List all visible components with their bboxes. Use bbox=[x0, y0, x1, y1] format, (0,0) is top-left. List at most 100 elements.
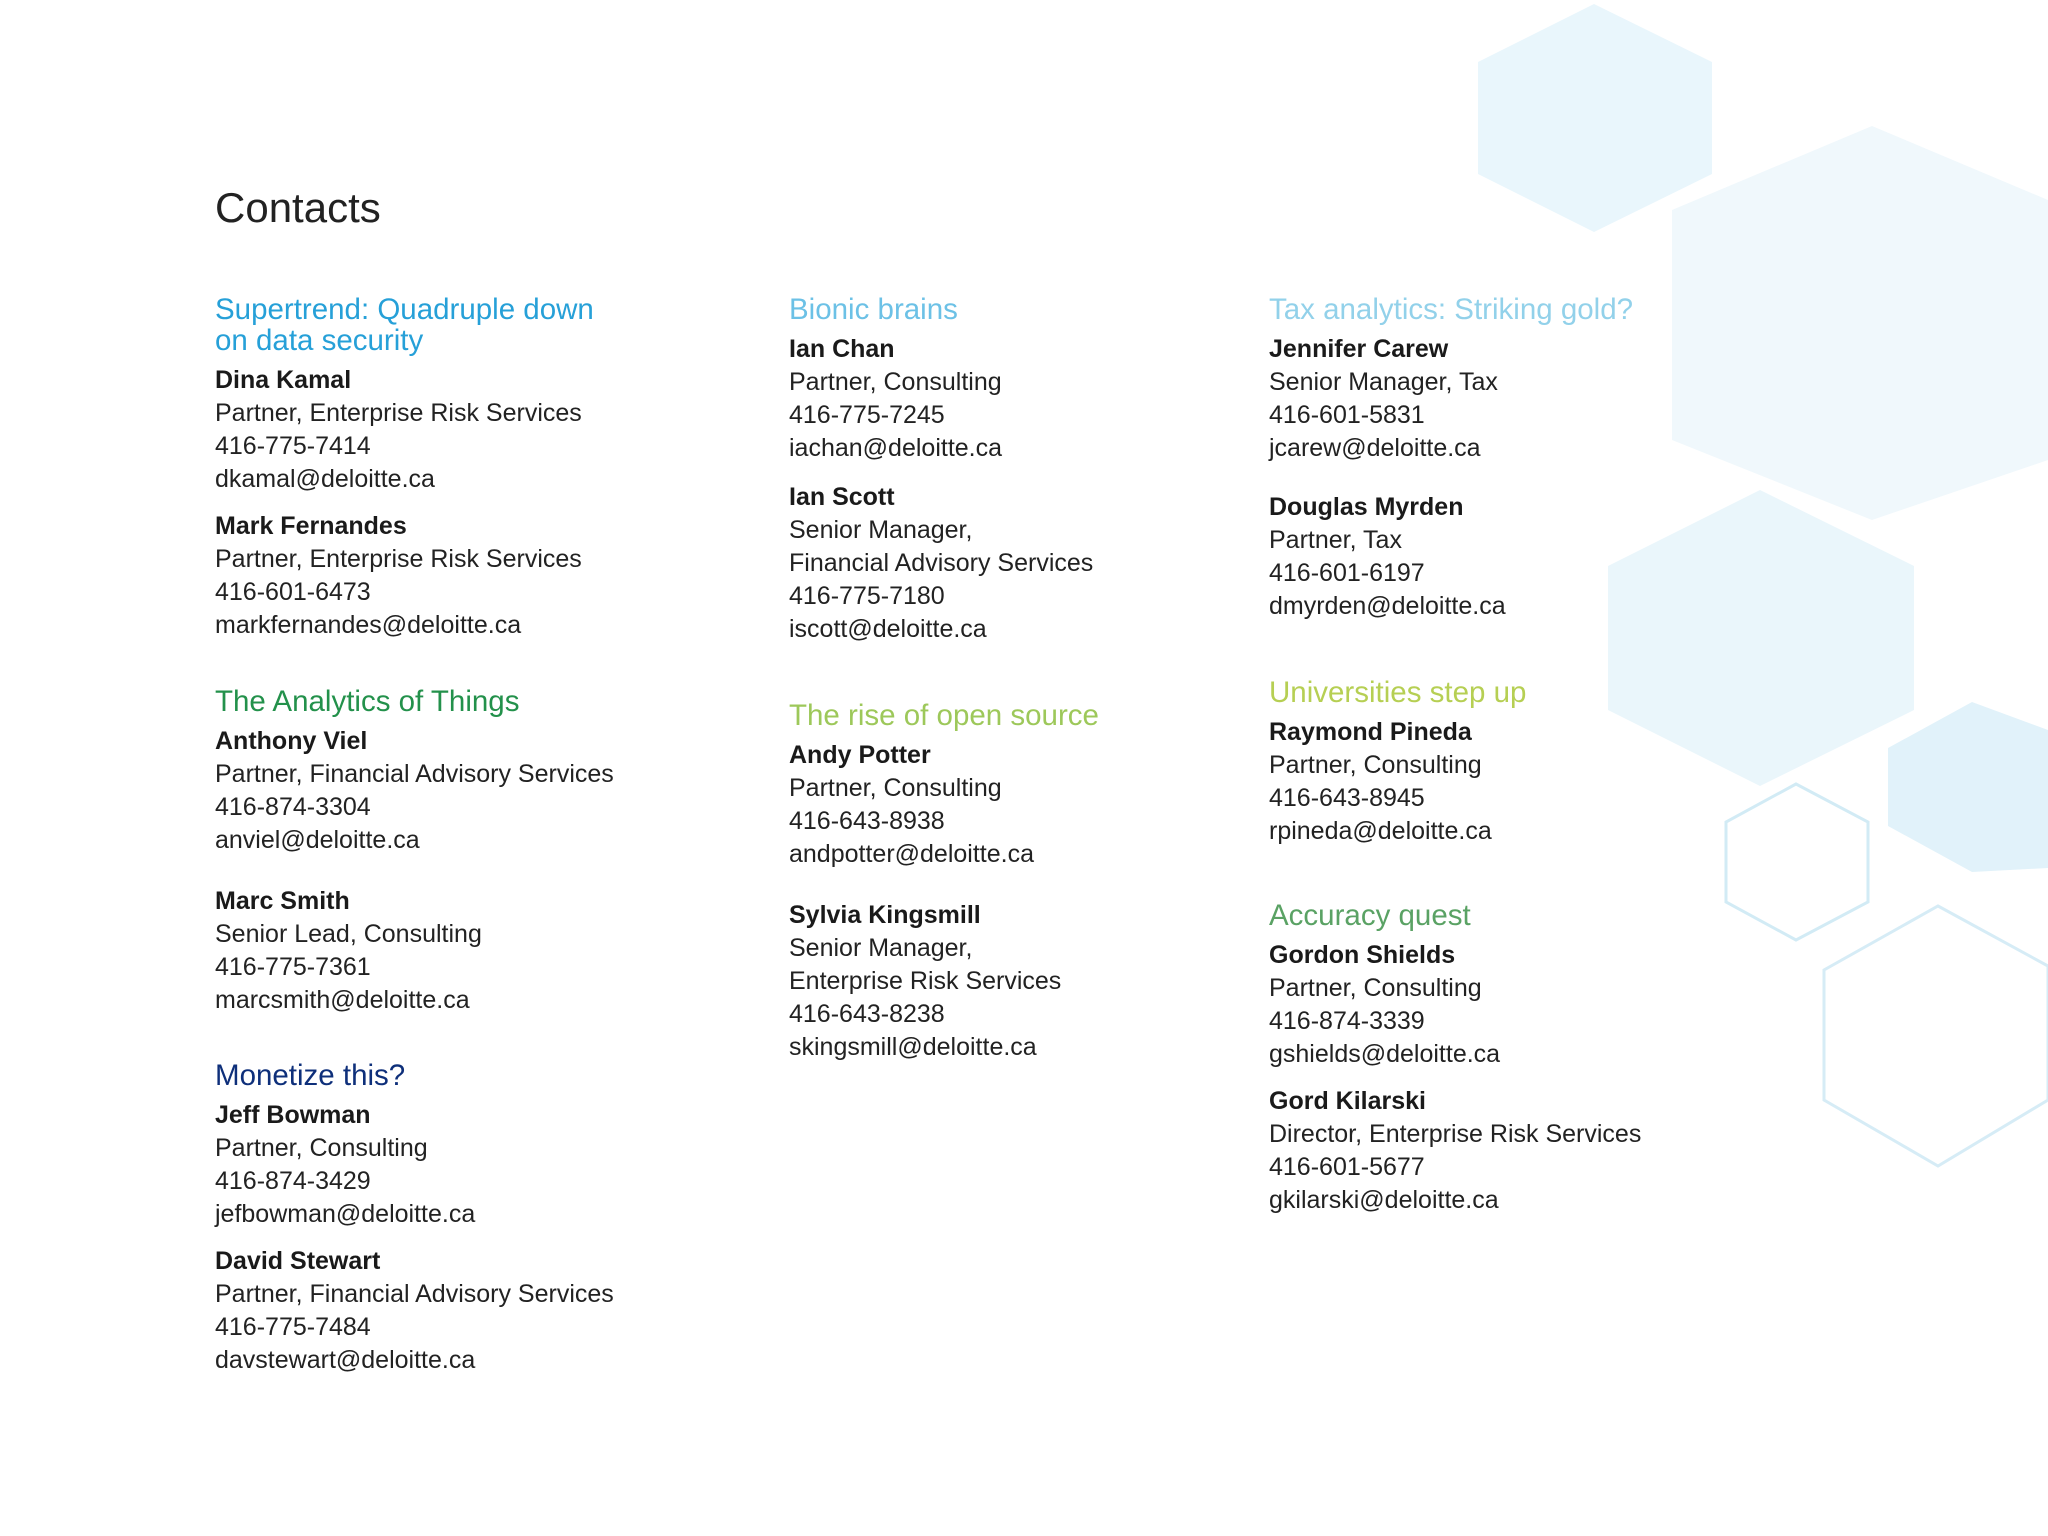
heading-line: Supertrend: Quadruple down bbox=[215, 293, 594, 326]
contact-phone[interactable]: 416-601-6197 bbox=[1269, 559, 1425, 587]
contact-name: Mark Fernandes bbox=[215, 512, 407, 540]
contact-title: Partner, Consulting bbox=[789, 368, 1002, 396]
contact-card: Dina Kamal Partner, Enterprise Risk Serv… bbox=[215, 364, 775, 496]
hexagon-shape bbox=[1822, 904, 2048, 1168]
contact-card: Jeff Bowman Partner, Consulting 416-874-… bbox=[215, 1099, 775, 1231]
contact-email[interactable]: gkilarski@deloitte.ca bbox=[1269, 1186, 1499, 1214]
contact-name: Jeff Bowman bbox=[215, 1101, 371, 1129]
contact-name: Marc Smith bbox=[215, 887, 350, 915]
contact-phone[interactable]: 416-601-5677 bbox=[1269, 1153, 1425, 1181]
contact-title: Senior Lead, Consulting bbox=[215, 920, 482, 948]
contact-email[interactable]: davstewart@deloitte.ca bbox=[215, 1346, 476, 1374]
section-heading: Bionic brains bbox=[789, 293, 958, 326]
section-heading: Universities step up bbox=[1269, 676, 1527, 709]
contact-title: Partner, Financial Advisory Services bbox=[215, 1280, 614, 1308]
contact-email[interactable]: iscott@deloitte.ca bbox=[789, 615, 987, 643]
contact-email[interactable]: jefbowman@deloitte.ca bbox=[215, 1200, 476, 1228]
contact-card: Anthony Viel Partner, Financial Advisory… bbox=[215, 725, 775, 857]
contact-phone[interactable]: 416-775-7414 bbox=[215, 432, 371, 460]
contact-card: Gord Kilarski Director, Enterprise Risk … bbox=[1269, 1085, 1829, 1217]
contact-phone[interactable]: 416-775-7245 bbox=[789, 401, 945, 429]
contact-name: Andy Potter bbox=[789, 741, 931, 769]
section-data-security: Supertrend: Quadruple down on data secur… bbox=[215, 294, 775, 642]
hexagon-shape bbox=[1888, 702, 2048, 872]
contact-card: Gordon Shields Partner, Consulting 416-8… bbox=[1269, 939, 1829, 1071]
hexagon-shape bbox=[1672, 126, 2048, 520]
page-title: Contacts bbox=[215, 184, 381, 231]
contact-name: Dina Kamal bbox=[215, 366, 352, 394]
contact-phone[interactable]: 416-643-8238 bbox=[789, 1000, 945, 1028]
contact-email[interactable]: marcsmith@deloitte.ca bbox=[215, 986, 470, 1014]
contact-department: Enterprise Risk Services bbox=[789, 967, 1062, 995]
contact-title: Partner, Consulting bbox=[215, 1134, 428, 1162]
section-heading: Accuracy quest bbox=[1269, 899, 1471, 932]
contact-email[interactable]: jcarew@deloitte.ca bbox=[1269, 434, 1481, 462]
contact-name: David Stewart bbox=[215, 1247, 381, 1275]
section-tax-analytics: Tax analytics: Striking gold? Jennifer C… bbox=[1269, 294, 1829, 623]
contact-title: Partner, Enterprise Risk Services bbox=[215, 399, 582, 427]
contact-email[interactable]: iachan@deloitte.ca bbox=[789, 434, 1003, 462]
hexagon-shape bbox=[1608, 490, 1914, 786]
contact-phone[interactable]: 416-775-7361 bbox=[215, 953, 371, 981]
contact-email[interactable]: gshields@deloitte.ca bbox=[1269, 1040, 1501, 1068]
contact-email[interactable]: rpineda@deloitte.ca bbox=[1269, 817, 1492, 845]
section-open-source: The rise of open source Andy Potter Part… bbox=[789, 700, 1349, 1064]
contact-email[interactable]: dkamal@deloitte.ca bbox=[215, 465, 435, 493]
contact-title: Partner, Tax bbox=[1269, 526, 1402, 554]
contact-phone[interactable]: 416-601-5831 bbox=[1269, 401, 1425, 429]
hexagon-shape bbox=[1478, 4, 1712, 232]
contact-name: Sylvia Kingsmill bbox=[789, 901, 981, 929]
contact-card: Ian Scott Senior Manager, Financial Advi… bbox=[789, 481, 1349, 646]
contact-name: Raymond Pineda bbox=[1269, 718, 1472, 746]
contact-title: Senior Manager, bbox=[789, 516, 973, 544]
contact-phone[interactable]: 416-874-3304 bbox=[215, 793, 371, 821]
contact-title: Director, Enterprise Risk Services bbox=[1269, 1120, 1642, 1148]
contact-department: Financial Advisory Services bbox=[789, 549, 1094, 577]
contact-name: Anthony Viel bbox=[215, 727, 368, 755]
contact-email[interactable]: dmyrden@deloitte.ca bbox=[1269, 592, 1506, 620]
contact-email[interactable]: anviel@deloitte.ca bbox=[215, 826, 420, 854]
section-accuracy-quest: Accuracy quest Gordon Shields Partner, C… bbox=[1269, 900, 1829, 1217]
contact-phone[interactable]: 416-643-8945 bbox=[1269, 784, 1425, 812]
contact-email[interactable]: skingsmill@deloitte.ca bbox=[789, 1033, 1037, 1061]
contact-title: Partner, Consulting bbox=[789, 774, 1002, 802]
contact-title: Partner, Consulting bbox=[1269, 751, 1482, 779]
contact-card: Douglas Myrden Partner, Tax 416-601-6197… bbox=[1269, 491, 1829, 623]
contact-name: Jennifer Carew bbox=[1269, 335, 1449, 363]
contact-card: Andy Potter Partner, Consulting 416-643-… bbox=[789, 739, 1349, 871]
contact-title: Senior Manager, Tax bbox=[1269, 368, 1498, 396]
section-bionic-brains: Bionic brains Ian Chan Partner, Consulti… bbox=[789, 294, 1349, 646]
contact-phone[interactable]: 416-775-7180 bbox=[789, 582, 945, 610]
contact-name: Ian Scott bbox=[789, 483, 895, 511]
section-heading: Monetize this? bbox=[215, 1059, 406, 1092]
section-heading: The Analytics of Things bbox=[215, 685, 520, 718]
section-heading: The rise of open source bbox=[789, 699, 1099, 732]
contact-card: David Stewart Partner, Financial Advisor… bbox=[215, 1245, 775, 1377]
contact-phone[interactable]: 416-601-6473 bbox=[215, 578, 371, 606]
contact-card: Sylvia Kingsmill Senior Manager, Enterpr… bbox=[789, 899, 1349, 1064]
contact-title: Senior Manager, bbox=[789, 934, 973, 962]
contact-name: Ian Chan bbox=[789, 335, 895, 363]
contact-card: Mark Fernandes Partner, Enterprise Risk … bbox=[215, 510, 775, 642]
contact-title: Partner, Enterprise Risk Services bbox=[215, 545, 582, 573]
contact-title: Partner, Consulting bbox=[1269, 974, 1482, 1002]
contact-title: Partner, Financial Advisory Services bbox=[215, 760, 614, 788]
heading-line: on data security bbox=[215, 324, 424, 357]
contact-phone[interactable]: 416-775-7484 bbox=[215, 1313, 371, 1341]
contact-card: Ian Chan Partner, Consulting 416-775-724… bbox=[789, 333, 1349, 465]
contact-name: Gordon Shields bbox=[1269, 941, 1456, 969]
contact-card: Jennifer Carew Senior Manager, Tax 416-6… bbox=[1269, 333, 1829, 465]
section-analytics-of-things: The Analytics of Things Anthony Viel Par… bbox=[215, 686, 775, 1017]
contact-phone[interactable]: 416-643-8938 bbox=[789, 807, 945, 835]
contact-email[interactable]: markfernandes@deloitte.ca bbox=[215, 611, 522, 639]
contact-name: Gord Kilarski bbox=[1269, 1087, 1426, 1115]
section-universities: Universities step up Raymond Pineda Part… bbox=[1269, 677, 1829, 848]
contact-name: Douglas Myrden bbox=[1269, 493, 1464, 521]
contact-phone[interactable]: 416-874-3339 bbox=[1269, 1007, 1425, 1035]
section-monetize-this: Monetize this? Jeff Bowman Partner, Cons… bbox=[215, 1060, 775, 1377]
contact-phone[interactable]: 416-874-3429 bbox=[215, 1167, 371, 1195]
contact-card: Marc Smith Senior Lead, Consulting 416-7… bbox=[215, 885, 775, 1017]
section-heading: Tax analytics: Striking gold? bbox=[1269, 293, 1634, 326]
contact-email[interactable]: andpotter@deloitte.ca bbox=[789, 840, 1034, 868]
section-heading: Supertrend: Quadruple down on data secur… bbox=[215, 294, 775, 356]
